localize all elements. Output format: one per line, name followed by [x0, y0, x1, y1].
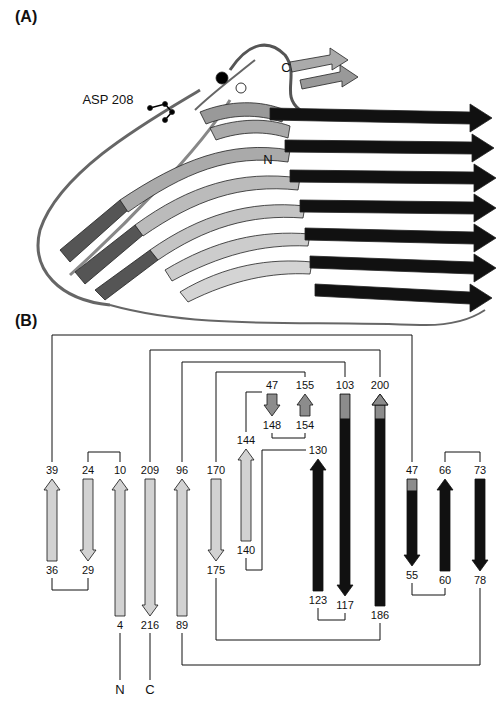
beta-strand: [404, 479, 420, 566]
beta-strand: [264, 394, 280, 416]
residue-number: 209: [140, 464, 160, 476]
beta-strand: [437, 479, 453, 571]
residue-number: 216: [140, 619, 160, 631]
topology-strands: [44, 394, 488, 616]
residue-number: 47: [405, 464, 419, 476]
beta-strand: [208, 479, 224, 561]
terminus-label: N: [262, 153, 273, 167]
residue-number: 170: [206, 464, 226, 476]
residue-number: 29: [81, 564, 95, 576]
beta-strand: [112, 479, 128, 616]
residue-number: 39: [45, 464, 59, 476]
residue-number: 117: [335, 599, 355, 611]
residue-number: 148: [262, 419, 282, 431]
residue-number: 66: [438, 464, 452, 476]
residue-number: 89: [175, 619, 189, 631]
topology-loops: [52, 335, 480, 680]
beta-strand: [337, 394, 353, 596]
residue-number: 78: [473, 574, 487, 586]
residue-number: 154: [295, 419, 315, 431]
strand-segment: [376, 406, 385, 419]
terminus-label: C: [144, 683, 155, 697]
residue-number: 60: [438, 574, 452, 586]
residue-number: 155: [295, 379, 315, 391]
residue-number: 144: [236, 434, 256, 446]
beta-strand: [142, 479, 158, 616]
residue-number: 55: [405, 569, 419, 581]
residue-number: 47: [265, 379, 279, 391]
terminus-label: N: [114, 683, 125, 697]
strand-segment: [341, 395, 350, 419]
protein-ribbon: [38, 45, 496, 325]
beta-strand: [472, 479, 488, 571]
residue-number: 73: [473, 464, 487, 476]
residue-number: 96: [175, 464, 189, 476]
panel-label: (B): [14, 312, 38, 330]
residue-label: ASP 208: [81, 93, 134, 107]
strand-segment: [408, 480, 417, 491]
beta-strand: [297, 394, 313, 416]
residue-number: 186: [370, 609, 390, 621]
beta-strand: [372, 394, 388, 606]
residue-number: 24: [81, 464, 95, 476]
terminus-label: C: [280, 61, 291, 75]
residue-number: 36: [45, 564, 59, 576]
beta-strand: [238, 449, 254, 541]
residue-number: 175: [206, 564, 226, 576]
beta-strand: [44, 479, 60, 561]
beta-strand: [310, 459, 326, 591]
residue-number: 200: [370, 379, 390, 391]
residue-number: 103: [335, 379, 355, 391]
beta-strand: [80, 479, 96, 561]
beta-strand: [174, 479, 190, 616]
residue-number: 4: [116, 619, 124, 631]
residue-number: 123: [308, 594, 328, 606]
residue-number: 130: [308, 444, 328, 456]
strand-head: [372, 394, 388, 405]
residue-number: 140: [236, 544, 256, 556]
residue-number: 10: [113, 464, 127, 476]
panel-label: (A): [14, 8, 38, 26]
